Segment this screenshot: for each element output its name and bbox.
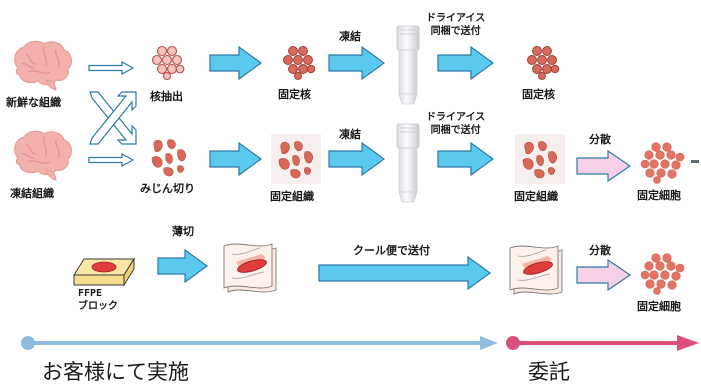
process-arrow-icon xyxy=(209,46,263,80)
fixed-cells-icon xyxy=(640,142,686,184)
received-fixed-nuclei-icon xyxy=(525,44,561,80)
ffpe-label: FFPE ブロック xyxy=(78,287,118,313)
disperse-arrow-icon xyxy=(576,150,632,182)
received-tissue-section-icon xyxy=(508,242,568,300)
cryo-tube-icon xyxy=(395,24,421,106)
cool-ship-label: クール便で送付 xyxy=(353,244,430,257)
customer-performed-label: お客様にて実施 xyxy=(42,360,189,384)
freeze-arrow-icon xyxy=(328,46,386,80)
received-fixed-tissue-icon xyxy=(515,134,565,184)
frozen-tissue-brain-icon xyxy=(8,128,76,182)
ship-arrow-icon xyxy=(437,46,495,80)
fixed-tissue-label: 固定組織 xyxy=(270,190,314,203)
nuclei-extraction-label: 核抽出 xyxy=(150,90,183,103)
disperse-arrow-icon-row3 xyxy=(576,259,632,291)
edge-mark xyxy=(691,160,699,163)
outsourced-label: 委託 xyxy=(528,360,570,384)
dry-ice-label-line2: 同梱で送付 xyxy=(430,125,481,136)
mince-label: みじん切り xyxy=(140,182,195,195)
freeze-label: 凍結 xyxy=(339,30,361,43)
ship-arrow-icon xyxy=(437,142,495,176)
outline-arrow-icon xyxy=(88,61,134,75)
sectioning-arrow-icon xyxy=(157,249,209,283)
outsource-timeline-arrow xyxy=(505,335,701,351)
fixed-cells-icon-row3 xyxy=(640,253,686,295)
ffpe-block-icon xyxy=(72,255,136,291)
fresh-tissue-brain-icon xyxy=(8,38,76,92)
freeze-label: 凍結 xyxy=(339,128,361,141)
dry-ice-label: ドライアイス 同梱で送付 xyxy=(426,111,485,137)
customer-timeline-arrow xyxy=(20,335,500,351)
minced-tissue-icon xyxy=(148,136,190,178)
tissue-section-icon xyxy=(222,240,282,298)
process-arrow-icon xyxy=(209,142,263,176)
dry-ice-label-line2: 同梱で送付 xyxy=(430,26,481,37)
fixed-tissue-icon xyxy=(271,134,321,184)
ffpe-label-line2: ブロック xyxy=(78,301,118,312)
fixed-cells-label-row3: 固定細胞 xyxy=(637,300,681,313)
dry-ice-label-line1: ドライアイス xyxy=(426,112,486,123)
received-fixed-nuclei-label: 固定核 xyxy=(522,88,555,101)
cross-arrows-icon xyxy=(86,90,138,146)
ffpe-label-line1: FFPE xyxy=(78,288,103,299)
disperse-label: 分散 xyxy=(589,133,611,146)
fixed-nuclei-label: 固定核 xyxy=(278,88,311,101)
cryo-tube-icon xyxy=(395,122,421,204)
received-fixed-tissue-label: 固定組織 xyxy=(514,190,558,203)
cool-ship-arrow-icon xyxy=(318,256,492,290)
freeze-arrow-icon xyxy=(328,142,386,176)
frozen-tissue-label: 凍結組織 xyxy=(10,187,54,200)
fresh-tissue-label: 新鮮な組織 xyxy=(6,96,61,109)
dry-ice-label: ドライアイス 同梱で送付 xyxy=(426,12,485,38)
nuclei-cluster-icon xyxy=(150,44,186,80)
sectioning-label: 薄切 xyxy=(172,225,194,238)
fixed-cells-label: 固定細胞 xyxy=(637,189,681,202)
disperse-label-row3: 分散 xyxy=(589,244,611,257)
outline-arrow-icon xyxy=(88,153,134,167)
dry-ice-label-line1: ドライアイス xyxy=(426,13,486,24)
fixed-nuclei-icon xyxy=(281,44,317,80)
